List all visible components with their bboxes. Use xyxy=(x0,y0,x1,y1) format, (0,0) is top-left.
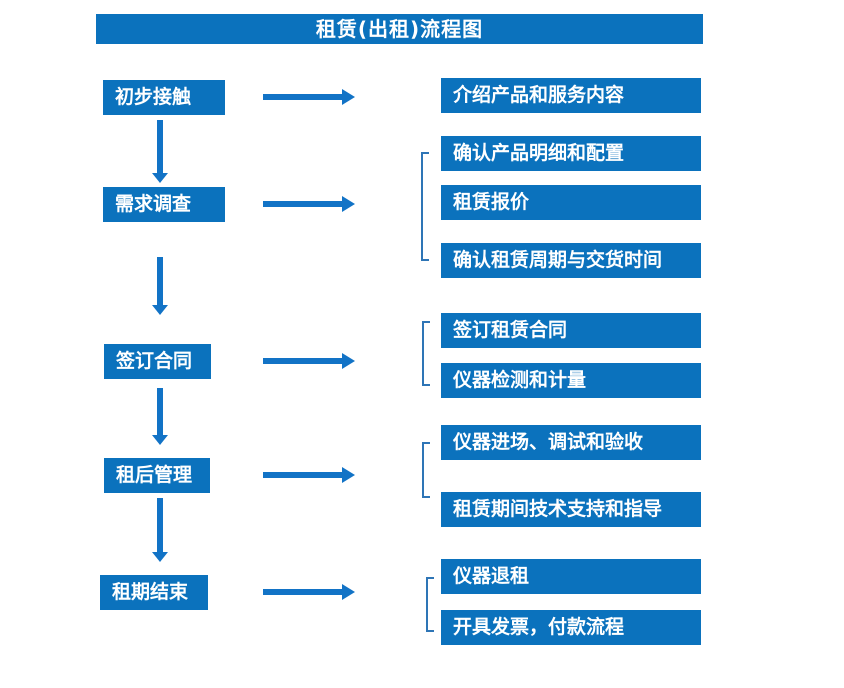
down-arrow-icon xyxy=(152,120,168,183)
step-box-demand-survey: 需求调查 xyxy=(103,187,225,222)
right-arrow-icon xyxy=(263,353,355,369)
down-arrow-icon xyxy=(152,498,168,562)
detail-box-confirm-product-config: 确认产品明细和配置 xyxy=(441,136,701,171)
group-bracket xyxy=(422,442,430,498)
right-arrow-icon xyxy=(263,467,355,483)
step-box-post-rental-management: 租后管理 xyxy=(104,458,210,493)
step-box-initial-contact: 初步接触 xyxy=(103,80,225,115)
detail-box-introduce-products: 介绍产品和服务内容 xyxy=(441,78,701,113)
detail-box-tech-support: 租赁期间技术支持和指导 xyxy=(441,492,701,527)
detail-box-sign-rental-contract: 签订租赁合同 xyxy=(441,313,701,348)
detail-box-rental-quote: 租赁报价 xyxy=(441,185,701,220)
right-arrow-icon xyxy=(263,89,355,105)
down-arrow-icon xyxy=(152,388,168,445)
right-arrow-icon xyxy=(263,196,355,212)
step-box-sign-contract: 签订合同 xyxy=(104,344,211,379)
group-bracket xyxy=(422,321,430,386)
detail-box-confirm-period-delivery: 确认租赁周期与交货时间 xyxy=(441,243,701,278)
detail-box-invoice-payment: 开具发票，付款流程 xyxy=(441,610,701,645)
flowchart-title: 租赁(出租)流程图 xyxy=(96,14,703,44)
down-arrow-icon xyxy=(152,257,168,315)
detail-box-instrument-return: 仪器退租 xyxy=(441,559,701,594)
step-box-rental-end: 租期结束 xyxy=(100,575,208,610)
right-arrow-icon xyxy=(263,584,355,600)
group-bracket xyxy=(426,577,434,632)
group-bracket xyxy=(421,152,429,261)
detail-box-instrument-testing: 仪器检测和计量 xyxy=(441,363,701,398)
detail-box-instrument-setup: 仪器进场、调试和验收 xyxy=(441,425,701,460)
